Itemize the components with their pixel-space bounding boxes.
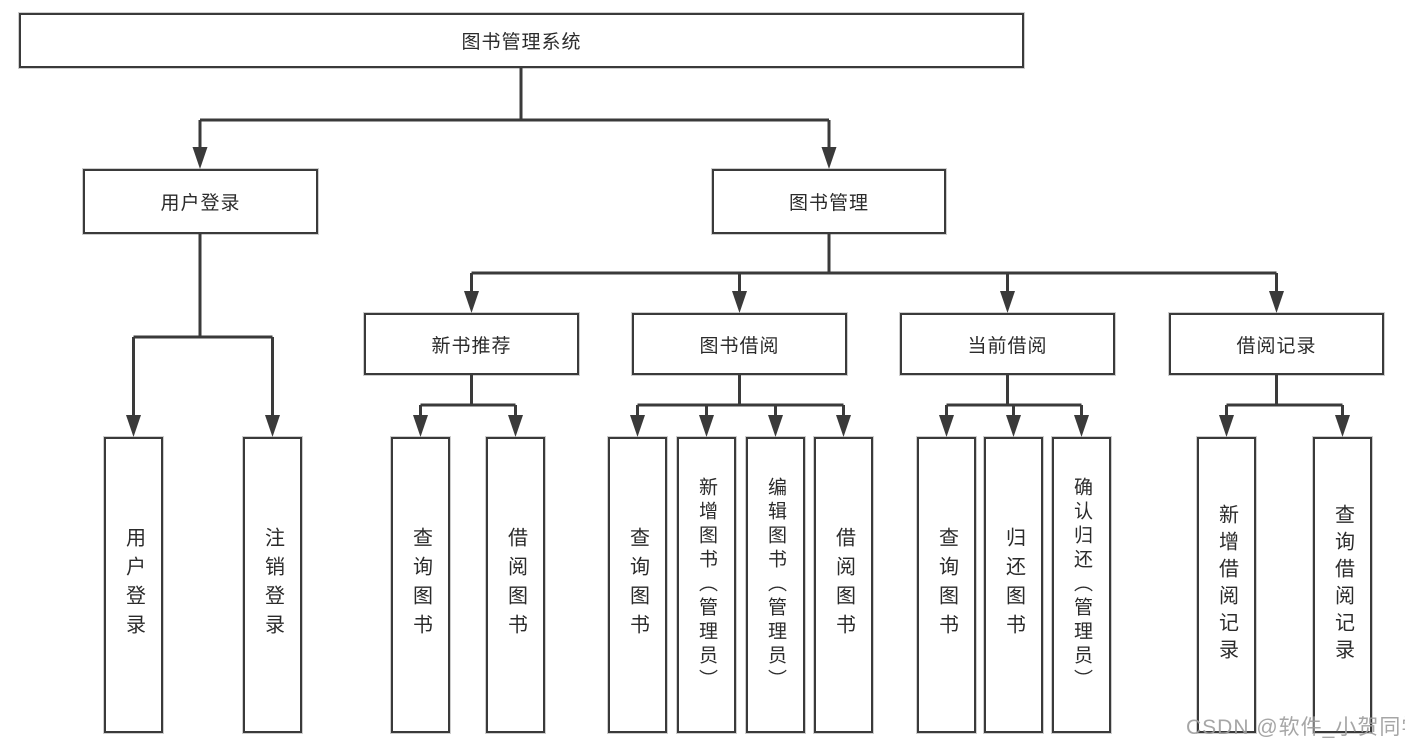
- leaf-borrow-add-books-admin: 新增图书（管理员）: [677, 437, 736, 733]
- leaf-borrow-borrow-books: 借阅图书: [814, 437, 873, 733]
- leaf-records-add-record: 新增借阅记录: [1197, 437, 1256, 733]
- node-label: 新增图书（管理员）: [696, 477, 717, 693]
- node-label: 图书管理系统: [461, 32, 582, 53]
- node-label: 归还图书: [1002, 527, 1025, 643]
- node-book-borrow: 图书借阅: [632, 313, 847, 375]
- node-current-borrow: 当前借阅: [900, 313, 1115, 375]
- node-label: 用户登录: [122, 527, 145, 643]
- node-label: 新增借阅记录: [1215, 504, 1238, 666]
- leaf-records-query-record: 查询借阅记录: [1313, 437, 1372, 733]
- csdn-watermark: CSDN @软件_小贺同学: [1186, 716, 1405, 739]
- leaf-recommend-query-books: 查询图书: [391, 437, 450, 733]
- node-root-library-system: 图书管理系统: [19, 13, 1024, 68]
- node-label: 借阅图书: [504, 527, 527, 643]
- node-book-management: 图书管理: [712, 169, 946, 234]
- leaf-recommend-borrow-books: 借阅图书: [486, 437, 545, 733]
- node-label: 当前借阅: [967, 335, 1048, 357]
- node-user-login: 用户登录: [83, 169, 318, 234]
- node-label: 借阅记录: [1236, 335, 1317, 357]
- leaf-borrow-edit-books-admin: 编辑图书（管理员）: [746, 437, 805, 733]
- leaf-logout: 注销登录: [243, 437, 302, 733]
- node-label: 查询图书: [626, 527, 649, 643]
- leaf-user-login: 用户登录: [104, 437, 163, 733]
- node-label: 借阅图书: [832, 527, 855, 643]
- node-label: 查询图书: [935, 527, 958, 643]
- node-label: 图书管理: [788, 193, 869, 214]
- node-borrow-records: 借阅记录: [1169, 313, 1384, 375]
- node-label: 查询图书: [409, 527, 432, 643]
- node-label: 用户登录: [160, 193, 241, 214]
- leaf-current-confirm-return-admin: 确认归还（管理员）: [1052, 437, 1111, 733]
- leaf-borrow-query-books: 查询图书: [608, 437, 667, 733]
- node-label: 注销登录: [261, 527, 284, 643]
- node-label: 新书推荐: [431, 335, 512, 357]
- node-label: 图书借阅: [699, 335, 780, 357]
- node-label: 编辑图书（管理员）: [765, 477, 786, 693]
- leaf-current-return-books: 归还图书: [984, 437, 1043, 733]
- node-label: 查询借阅记录: [1331, 504, 1354, 666]
- node-label: 确认归还（管理员）: [1071, 477, 1092, 693]
- node-new-book-recommend: 新书推荐: [364, 313, 579, 375]
- leaf-current-query-books: 查询图书: [917, 437, 976, 733]
